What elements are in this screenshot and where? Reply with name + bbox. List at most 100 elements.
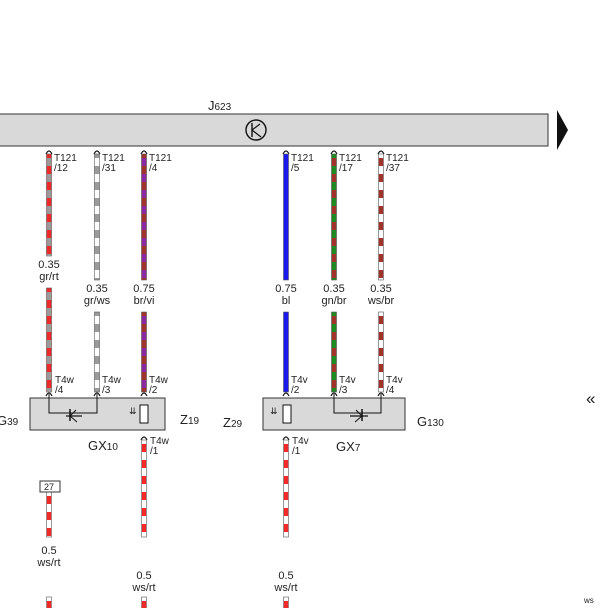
- wire-p37-upper-stripe: [378, 174, 384, 182]
- sensor-gx7-g-label: G130: [417, 414, 444, 429]
- wire-p31-upper-stripe: [94, 158, 100, 166]
- wire-b3-upper-stripe: [283, 444, 289, 452]
- sensor-gx7-transistor-icon: [350, 409, 368, 423]
- sensor-gx10-heater-resistor: [139, 404, 149, 424]
- wire-p37-lower-stripe: [378, 380, 384, 388]
- wire-p31-color: gr/ws: [84, 295, 111, 307]
- wire-p12-color: gr/rt: [39, 271, 59, 283]
- wire-p17-upper-stripe: [331, 206, 337, 214]
- sensor-gx10-pin-3-label: T4w/3: [102, 375, 122, 396]
- wire-b2-color: ws/rt: [131, 582, 155, 594]
- wire-p37-upper-stripe: [378, 238, 384, 246]
- sensor-gx7-bus-line: [333, 394, 382, 414]
- wire-p31-upper-stripe: [94, 174, 100, 182]
- ecu-pin-p37-tick: [377, 150, 385, 155]
- wire-p37-upper-stripe: [378, 270, 384, 278]
- wire-b1-upper-stripe: [46, 528, 52, 536]
- wire-p12-lower-stripe: [46, 292, 52, 300]
- wire-p12-upper-stripe: [46, 222, 52, 230]
- wire-p31-lower-stripe: [94, 348, 100, 356]
- ecu-housing: [0, 113, 549, 147]
- reference-box-label: 27: [44, 482, 54, 492]
- wire-b2-upper-stripe: [141, 476, 147, 484]
- wire-b2-lower-stripe: [141, 601, 147, 608]
- wire-p37-upper-stripe: [378, 206, 384, 214]
- wire-p4-lower-stripe: [141, 332, 147, 340]
- wire-p12-upper-stripe: [46, 190, 52, 198]
- wire-p4-upper-base: [141, 153, 147, 281]
- wire-p12-upper-stripe: [46, 254, 52, 256]
- wire-p31-upper-stripe: [94, 190, 100, 198]
- wire-p4-lower-stripe: [141, 316, 147, 324]
- wire-p31-upper-base: [94, 153, 100, 281]
- wire-p37-upper-stripe: [378, 254, 384, 262]
- wire-p4-upper-stripe: [141, 270, 147, 278]
- wire-p12-upper-stripe: [46, 174, 52, 182]
- wire-p37-lower-stripe: [378, 364, 384, 372]
- wire-b2-upper-stripe: [141, 508, 147, 516]
- wire-p4-upper-stripe: [141, 222, 147, 230]
- ecu-pin-p17-label: T121/17: [339, 153, 362, 174]
- wire-p17-upper-stripe: [331, 158, 337, 166]
- sensor-pin-p4-tick: [140, 392, 148, 397]
- sensor-gx7-z-label: Z29: [223, 415, 243, 430]
- reference-box[interactable]: [39, 480, 61, 493]
- wire-p37-lower-stripe: [378, 332, 384, 340]
- wire-b3-upper-base: [283, 439, 289, 538]
- wire-p17-size: 0.35: [323, 283, 344, 295]
- wire-p37-lower-stripe: [378, 348, 384, 356]
- wire-p4-upper-stripe: [141, 190, 147, 198]
- transistor-icon: [245, 119, 267, 141]
- sensor-gx10-transistor-icon: [66, 409, 82, 423]
- wire-b1-upper-stripe: [46, 496, 52, 504]
- sensor-gx7-pin-3-label: T4v/3: [339, 375, 356, 396]
- wire-p17-upper-stripe: [331, 190, 337, 198]
- wire-p4-size: 0.75: [133, 283, 154, 295]
- wire-b3-upper-stripe: [283, 508, 289, 516]
- ecu-pin-p4-label: T121/4: [149, 153, 172, 174]
- wire-p37-upper-stripe: [378, 222, 384, 230]
- wire-b3-color: ws/rt: [273, 582, 297, 594]
- wire-p4-upper-stripe: [141, 158, 147, 166]
- wire-p31-upper-stripe: [94, 206, 100, 214]
- wire-b2-upper-stripe: [141, 460, 147, 468]
- wire-b3-size: 0.5: [278, 570, 293, 582]
- sensor-gx10-pin-4-label: T4w/4: [55, 375, 75, 396]
- ecu-continues-arrow-icon[interactable]: [557, 110, 568, 150]
- sensor-gx10: ⇊ G39 Z19 GX10 T4w/4 T4w/3 T4w/2 T4w/1: [0, 375, 200, 457]
- wire-p31-lower-stripe: [94, 380, 100, 388]
- wire-p12-lower-stripe: [46, 372, 52, 380]
- wire-p4-upper-stripe: [141, 206, 147, 214]
- sensor-pin-p5-tick: [282, 392, 290, 397]
- wire-p37-lower-stripe: [378, 316, 384, 324]
- wire-p12-upper-stripe: [46, 206, 52, 214]
- wire-p17-lower-stripe: [331, 316, 337, 324]
- wire-b1-size: 0.5: [41, 545, 56, 557]
- bottom-pin-b3-tick: [282, 436, 290, 441]
- sensor-gx7-pin-2-label: T4v/2: [291, 375, 308, 396]
- ecu-pin-p5-label: T121/5: [291, 153, 314, 174]
- sensor-gx7-heater-icon: ⇊: [270, 406, 278, 416]
- bottom-pin-b2-tick: [140, 436, 148, 441]
- wire-p12-lower-stripe: [46, 340, 52, 348]
- wire-b3-lower-stripe: [283, 601, 289, 608]
- ecu-pin-p12-label: T121/12: [54, 153, 77, 174]
- sensor-gx10-heater-icon: ⇊: [129, 406, 137, 416]
- sensor-gx7-name: GX7: [336, 439, 361, 454]
- sensor-gx10-pin-2-label: T4w/2: [149, 375, 169, 396]
- sensor-gx10-g-label: G39: [0, 413, 19, 428]
- footer-tag: ws: [583, 596, 594, 605]
- ecu-pin-p4-tick: [140, 150, 148, 155]
- sensor-gx10-z-label: Z19: [180, 412, 200, 427]
- wire-p37-color: ws/br: [367, 295, 395, 307]
- wire-p37-upper-base: [378, 153, 384, 281]
- wire-p37-upper-stripe: [378, 158, 384, 166]
- sensor-pin-p12-tick: [45, 392, 53, 397]
- wire-p5-size: 0.75: [275, 283, 296, 295]
- wire-p4-color: br/vi: [134, 295, 155, 307]
- ecu-pin-p31-tick: [93, 150, 101, 155]
- wire-p12-lower-stripe: [46, 356, 52, 364]
- nav-back-arrow-icon[interactable]: «: [586, 389, 595, 408]
- wire-p4-upper-stripe: [141, 238, 147, 246]
- wire-b2-upper-stripe: [141, 444, 147, 452]
